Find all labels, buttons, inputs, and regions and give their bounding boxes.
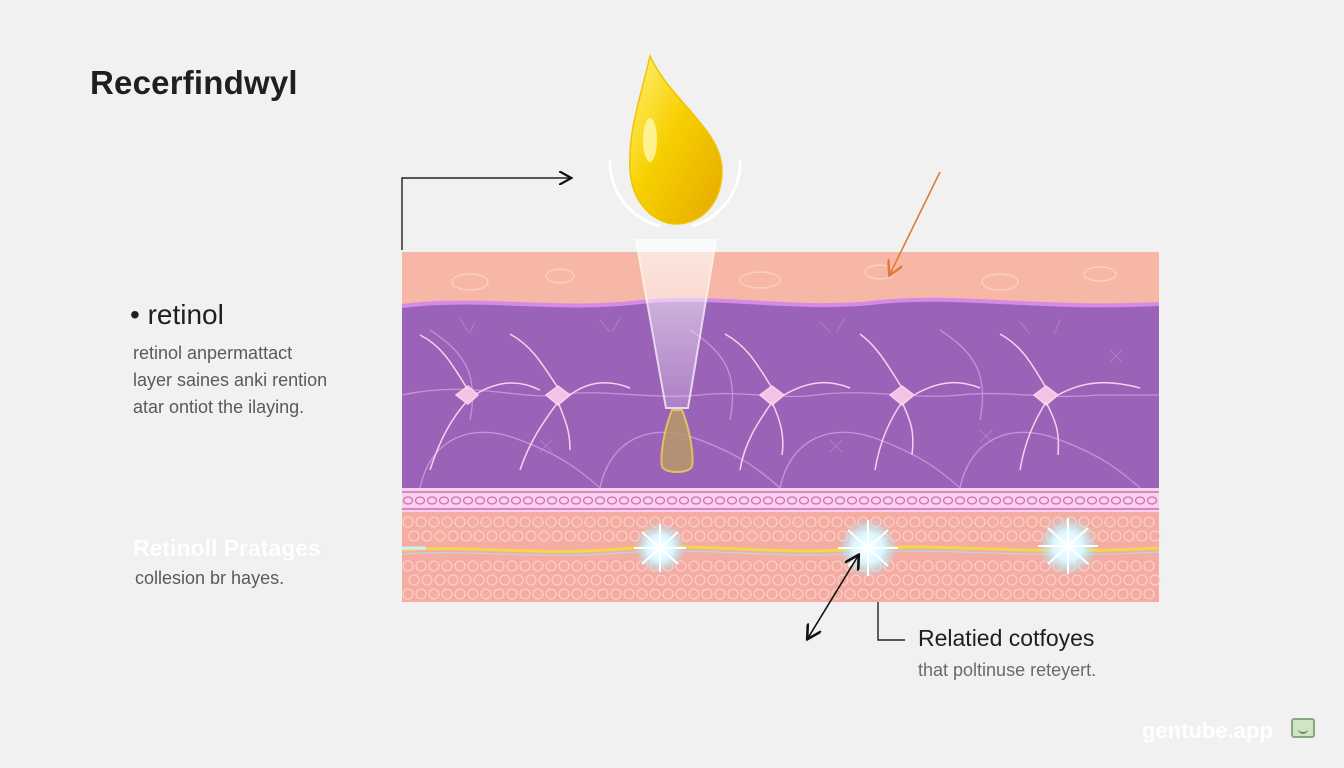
- collagen-pointer-arrow: [808, 556, 858, 638]
- dermal-cells: [419, 333, 1141, 471]
- retinol-pointer-arrow: [401, 178, 570, 250]
- activation-sparkles: [402, 516, 1098, 578]
- related-heading: Relatied cotfoyes: [918, 625, 1095, 651]
- retinol-heading: • retinol: [130, 299, 224, 330]
- retinol-beam: [634, 239, 718, 473]
- page-title: Recerfindwyl: [90, 64, 298, 101]
- retinol-pratages-description: collesion br hayes.: [135, 568, 285, 588]
- epidermis-layer: [402, 252, 1159, 307]
- epidermis-pointer-arrow: [890, 171, 941, 274]
- callout-arrows: [401, 171, 941, 641]
- watermark-text: gentube.app: [1142, 718, 1273, 743]
- retinol-pratages-heading: Retinoll Pratages: [133, 535, 321, 561]
- lower-layer: [401, 488, 1161, 602]
- related-description: that poltinuse reteyert.: [918, 660, 1097, 680]
- robot-face-icon: [1291, 718, 1315, 738]
- retinol-description: retinol anpermattact layer saines anki r…: [133, 343, 328, 417]
- related-pointer-line: [877, 602, 905, 641]
- retinol-droplet-icon: [608, 53, 742, 228]
